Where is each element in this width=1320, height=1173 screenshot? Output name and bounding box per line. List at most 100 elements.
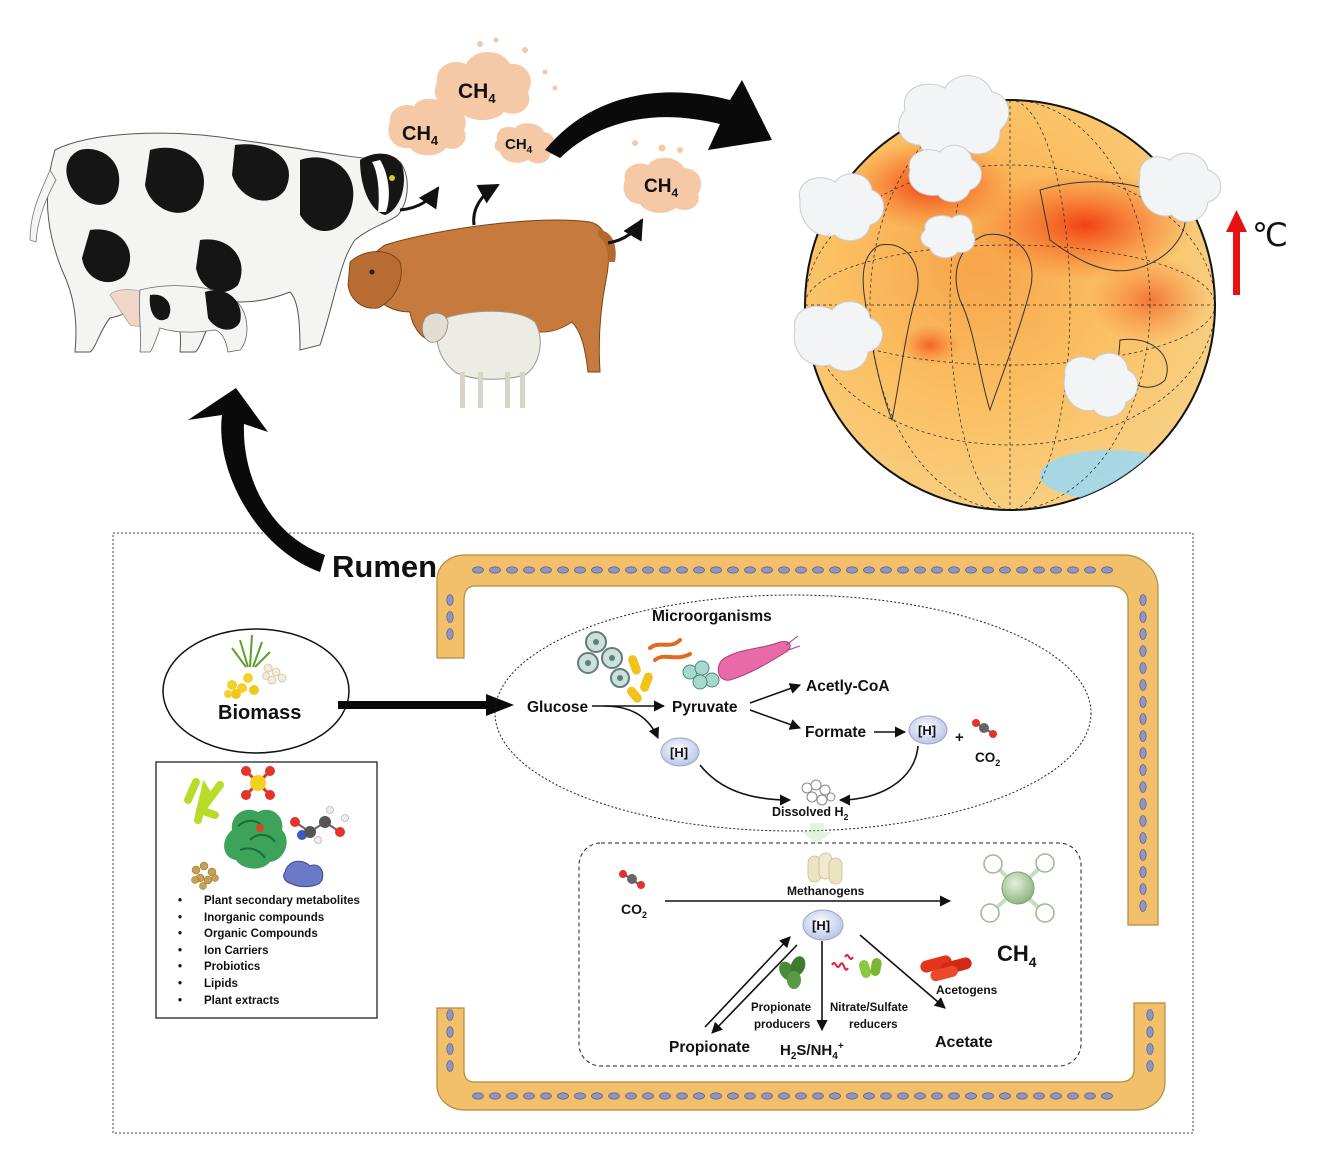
methanogens-icon xyxy=(807,852,843,885)
inhibitor-icons xyxy=(184,766,349,890)
co2-bottom-label: CO2 xyxy=(621,901,647,920)
epithelial-cell xyxy=(506,566,518,574)
epithelial-cell xyxy=(795,1092,807,1100)
biomass-node: Biomass xyxy=(162,628,350,754)
epithelial-cell xyxy=(812,1092,824,1100)
epithelial-cell xyxy=(761,1092,773,1100)
globe-clouds xyxy=(793,75,1222,418)
epithelial-cell xyxy=(829,1092,841,1100)
epithelial-cell xyxy=(1139,764,1147,776)
epithelial-cell xyxy=(1139,696,1147,708)
epithelial-cell xyxy=(1050,1092,1062,1100)
epithelial-cell xyxy=(1084,1092,1096,1100)
methane-label-2: CH4 xyxy=(458,80,496,106)
epithelial-cell xyxy=(693,1092,705,1100)
hydrogen-node-1: [H] xyxy=(660,737,700,767)
inhibitor-item: Probiotics xyxy=(170,959,360,976)
methanogenesis-zone xyxy=(578,842,1082,1067)
epithelial-cell xyxy=(778,566,790,574)
epithelial-cell xyxy=(1016,566,1028,574)
epithelial-cell xyxy=(948,1092,960,1100)
methane-cloud-4: CH4 xyxy=(623,140,702,213)
nitrate-sulfate-reducers-icon xyxy=(831,954,882,978)
methanogenesis-arrows xyxy=(665,895,952,1034)
epithelial-cell xyxy=(1101,566,1113,574)
fermentation-zone xyxy=(494,594,1092,832)
emission-arrows xyxy=(399,183,644,245)
epithelial-cell xyxy=(446,1060,454,1072)
glucose-node: Glucose xyxy=(527,699,589,716)
biomass-label: Biomass xyxy=(218,702,301,724)
epithelial-cell xyxy=(625,566,637,574)
epithelial-cell xyxy=(1016,1092,1028,1100)
epithelial-cell xyxy=(540,1092,552,1100)
rumen-wall-top xyxy=(436,554,1159,926)
epithelial-cell xyxy=(540,566,552,574)
inhibitor-item: Lipids xyxy=(170,976,360,993)
epithelial-cell xyxy=(642,566,654,574)
epithelial-cell xyxy=(1050,566,1062,574)
acetate-node: Acetate xyxy=(935,1034,993,1051)
epithelial-cell xyxy=(591,1092,603,1100)
epithelial-cell xyxy=(446,594,454,606)
nitrate-sulfate-label-2: reducers xyxy=(849,1019,898,1031)
epithelial-cell xyxy=(591,566,603,574)
svg-text:[H]: [H] xyxy=(918,723,936,738)
epithelial-cell xyxy=(446,611,454,623)
methane-cloud-3: CH4 xyxy=(494,123,556,164)
epithelial-cell xyxy=(693,566,705,574)
methane-product-label: CH4 xyxy=(997,941,1037,970)
epithelial-cell xyxy=(1139,594,1147,606)
epithelial-cell xyxy=(472,566,484,574)
epithelial-cell xyxy=(1033,1092,1045,1100)
epithelial-cell xyxy=(863,566,875,574)
epithelial-cell xyxy=(523,1092,535,1100)
inhibitor-list: Plant secondary metabolites Inorganic co… xyxy=(170,893,360,1009)
epithelial-cell xyxy=(778,1092,790,1100)
epithelial-cell xyxy=(557,1092,569,1100)
epithelial-cell xyxy=(1067,566,1079,574)
epithelial-cell xyxy=(1146,1026,1154,1038)
epithelial-cell xyxy=(446,1043,454,1055)
epithelial-cell xyxy=(948,566,960,574)
epithelial-cell xyxy=(1139,662,1147,674)
epithelial-cell xyxy=(880,1092,892,1100)
epithelial-cell xyxy=(1139,866,1147,878)
epithelial-cell xyxy=(863,1092,875,1100)
epithelial-cell xyxy=(1139,713,1147,725)
methane-cloud-1: CH4 xyxy=(388,98,466,156)
epithelial-cell xyxy=(659,566,671,574)
epithelial-cell xyxy=(1084,566,1096,574)
plus-sign: + xyxy=(955,729,964,746)
inhibitor-item: Plant extracts xyxy=(170,993,360,1010)
epithelial-cell xyxy=(1139,900,1147,912)
methanogens-label: Methanogens xyxy=(787,884,865,898)
epithelial-cell xyxy=(727,566,739,574)
inhibitor-item: Organic Compounds xyxy=(170,926,360,943)
epithelial-cell xyxy=(829,566,841,574)
methane-molecule-icon xyxy=(980,853,1055,923)
grain-icon xyxy=(224,663,287,699)
microorganisms-label: Microorganisms xyxy=(652,608,772,625)
epithelial-cell xyxy=(1139,781,1147,793)
epithelial-cell xyxy=(523,566,535,574)
epithelial-cell xyxy=(608,1092,620,1100)
epithelial-cell xyxy=(761,566,773,574)
biomass-to-glucose-arrow xyxy=(338,694,514,716)
epithelial-cell xyxy=(1146,1009,1154,1021)
epithelial-cell xyxy=(506,1092,518,1100)
acetyl-coa-node: Acetly-CoA xyxy=(806,678,890,695)
svg-text:[H]: [H] xyxy=(670,745,688,760)
epithelial-cell xyxy=(914,1092,926,1100)
epithelial-cell xyxy=(999,566,1011,574)
rumen-panel-border xyxy=(112,532,1194,1134)
epithelial-cell xyxy=(1146,1060,1154,1072)
calf-illustration xyxy=(139,285,248,353)
epithelial-cell xyxy=(1139,645,1147,657)
epithelial-cell xyxy=(1139,679,1147,691)
epithelial-cell xyxy=(1139,849,1147,861)
epithelial-cell xyxy=(1067,1092,1079,1100)
epithelial-cell xyxy=(446,1009,454,1021)
epithelial-cell xyxy=(489,566,501,574)
